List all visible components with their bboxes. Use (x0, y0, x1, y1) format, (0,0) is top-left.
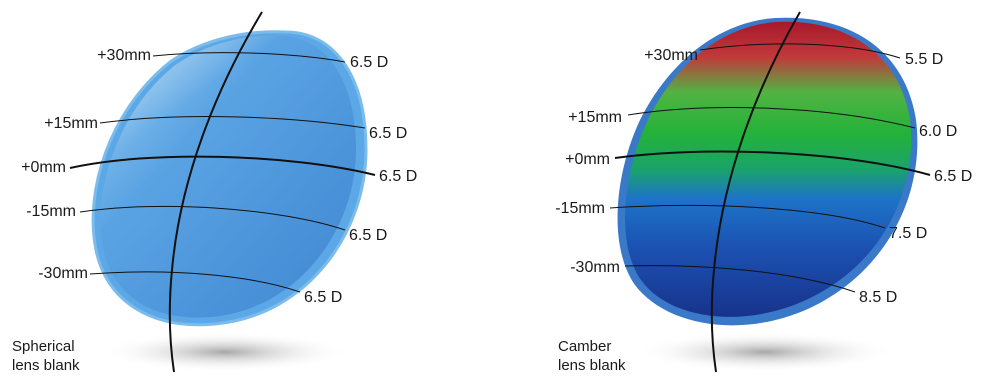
camber-power-label-m30: 8.5 D (859, 289, 897, 306)
camber-position-label-m15: -15mm (555, 200, 605, 217)
spherical-meridian-line (168, 11, 263, 373)
camber-caption-line2: lens blank (558, 357, 626, 374)
camber-position-label-p30: +30mm (644, 47, 698, 64)
spherical-line-0 (69, 155, 376, 176)
spherical-power-label-p15: 6.5 D (369, 125, 407, 142)
camber-position-label-m30: -30mm (570, 259, 620, 276)
camber-power-label-p15: 6.0 D (919, 123, 957, 140)
spherical-line-p15 (99, 116, 366, 129)
spherical-lens-group: +30mm +15mm +0mm -15mm -30mm 6.5 D 6.5 D… (12, 11, 417, 374)
camber-position-label-p15: +15mm (568, 109, 622, 126)
spherical-position-label-0: +0mm (21, 159, 66, 176)
spherical-position-label-p30: +30mm (97, 47, 151, 64)
camber-power-label-m15: 7.5 D (889, 225, 927, 242)
camber-line-0 (614, 150, 931, 176)
camber-lens-shadow (635, 332, 895, 372)
camber-power-label-0: 6.5 D (934, 168, 972, 185)
camber-line-p15 (627, 107, 916, 129)
spherical-position-label-m15: -15mm (26, 203, 76, 220)
spherical-lens-shadow (100, 332, 350, 372)
spherical-caption-line1: Spherical (12, 338, 75, 355)
camber-line-m30 (624, 265, 856, 293)
camber-meridian-line (710, 11, 801, 373)
spherical-line-p30 (152, 52, 346, 63)
spherical-power-label-0: 6.5 D (379, 168, 417, 185)
camber-line-m15 (609, 205, 886, 229)
spherical-power-label-m30: 6.5 D (304, 289, 342, 306)
spherical-position-label-p15: +15mm (44, 115, 98, 132)
camber-line-p30 (699, 43, 901, 59)
camber-power-label-p30: 5.5 D (905, 51, 943, 68)
camber-lens-group: +30mm +15mm +0mm -15mm -30mm 5.5 D 6.0 D… (555, 11, 972, 374)
spherical-power-label-p30: 6.5 D (350, 54, 388, 71)
spherical-caption-line2: lens blank (12, 357, 80, 374)
camber-caption-line1: Camber (558, 338, 611, 355)
spherical-lens-gloss (110, 35, 300, 170)
spherical-line-m15 (79, 205, 346, 231)
spherical-power-label-m15: 6.5 D (349, 227, 387, 244)
spherical-line-m30 (89, 271, 301, 293)
spherical-position-label-m30: -30mm (38, 265, 88, 282)
camber-position-label-0: +0mm (565, 151, 610, 168)
camber-lens-body (625, 21, 912, 317)
